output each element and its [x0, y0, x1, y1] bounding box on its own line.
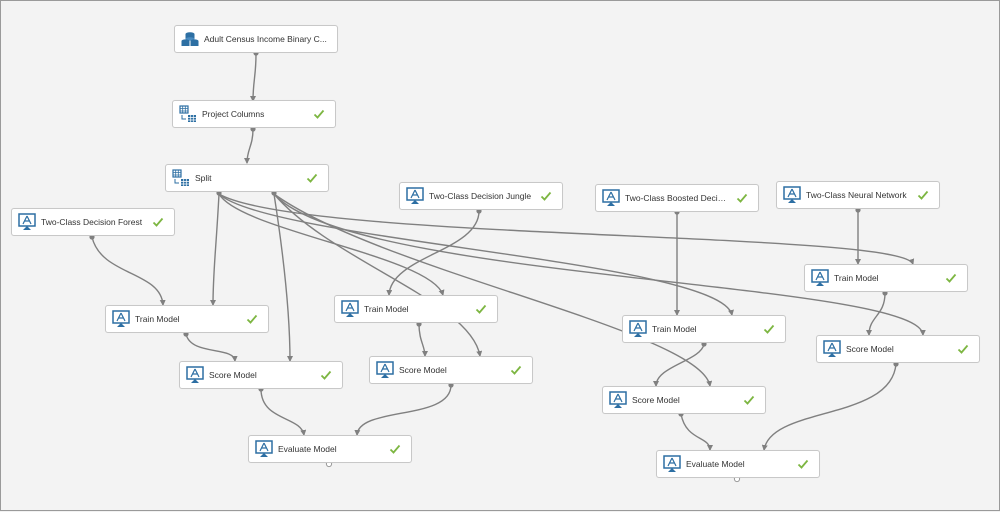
monitor-model-icon	[823, 340, 841, 357]
evaluate-model-node-2[interactable]: Evaluate Model	[656, 450, 820, 478]
score-model-node-2[interactable]: Score Model	[369, 356, 533, 384]
train-model-label: Train Model	[834, 273, 879, 283]
wire-split-train3	[218, 193, 734, 316]
split-node[interactable]: Split	[165, 164, 329, 192]
check-icon	[510, 365, 522, 375]
score-model-label: Score Model	[632, 395, 680, 405]
monitor-model-icon	[663, 455, 681, 472]
wire-score3-eval2	[680, 413, 713, 451]
check-icon	[246, 314, 258, 324]
wire-score2-eval1	[354, 384, 452, 436]
decision-jungle-node[interactable]: Two-Class Decision Jungle	[399, 182, 563, 210]
check-icon	[540, 191, 552, 201]
monitor-model-icon	[186, 366, 204, 383]
decision-forest-label: Two-Class Decision Forest	[41, 217, 143, 227]
wire-score1-eval1	[260, 388, 307, 436]
check-icon	[736, 193, 748, 203]
wire-train4-score4	[866, 292, 886, 336]
train-model-node-1[interactable]: Train Model	[105, 305, 269, 333]
grid-transform-icon	[179, 105, 196, 122]
monitor-model-icon	[609, 391, 627, 408]
monitor-model-icon	[629, 320, 647, 337]
evaluate-model-label: Evaluate Model	[278, 444, 337, 454]
monitor-model-icon	[255, 440, 273, 457]
dataset-icon	[181, 32, 199, 46]
check-icon	[152, 217, 164, 227]
dataset-label: Adult Census Income Binary C...	[204, 34, 327, 44]
wire-jungle-train2	[386, 210, 480, 296]
wire-train2-score2	[418, 323, 428, 357]
wire-train3-score3	[653, 343, 705, 387]
check-icon	[313, 109, 325, 119]
monitor-model-icon	[602, 189, 620, 206]
check-icon	[306, 173, 318, 183]
project-columns-node[interactable]: Project Columns	[172, 100, 336, 128]
evaluate-model-node-1[interactable]: Evaluate Model	[248, 435, 412, 463]
score-model-label: Score Model	[399, 365, 447, 375]
dataset-node[interactable]: Adult Census Income Binary C...	[174, 25, 338, 53]
wire-score4-eval2	[761, 363, 897, 451]
check-icon	[320, 370, 332, 380]
score-model-label: Score Model	[209, 370, 257, 380]
monitor-model-icon	[811, 269, 829, 286]
neural-network-node[interactable]: Two-Class Neural Network	[776, 181, 940, 209]
decision-forest-node[interactable]: Two-Class Decision Forest	[11, 208, 175, 236]
check-icon	[945, 273, 957, 283]
monitor-model-icon	[341, 300, 359, 317]
train-model-label: Train Model	[652, 324, 697, 334]
train-model-node-3[interactable]: Train Model	[622, 315, 786, 343]
monitor-model-icon	[112, 310, 130, 327]
check-icon	[743, 395, 755, 405]
wire-split-score1	[273, 193, 293, 362]
boosted-decision-tree-node[interactable]: Two-Class Boosted Decision T...	[595, 184, 759, 212]
wire-train1-score1	[185, 333, 238, 362]
monitor-model-icon	[406, 187, 424, 204]
score-model-node-1[interactable]: Score Model	[179, 361, 343, 389]
check-icon	[917, 190, 929, 200]
check-icon	[475, 304, 487, 314]
monitor-model-icon	[783, 186, 801, 203]
check-icon	[389, 444, 401, 454]
wire-split-score4	[273, 193, 926, 336]
check-icon	[763, 324, 775, 334]
boosted-decision-tree-label: Two-Class Boosted Decision T...	[625, 193, 730, 203]
check-icon	[797, 459, 809, 469]
wire-forest-train1	[91, 236, 166, 306]
grid-transform-icon	[172, 169, 189, 186]
train-model-label: Train Model	[135, 314, 180, 324]
wire-split-train4	[218, 193, 915, 265]
score-model-label: Score Model	[846, 344, 894, 354]
score-model-node-4[interactable]: Score Model	[816, 335, 980, 363]
project-columns-label: Project Columns	[202, 109, 265, 119]
train-model-node-2[interactable]: Train Model	[334, 295, 498, 323]
wire-split-score2	[273, 193, 483, 357]
wire-project-split	[244, 128, 254, 164]
monitor-model-icon	[18, 213, 36, 230]
monitor-model-icon	[376, 361, 394, 378]
train-model-node-4[interactable]: Train Model	[804, 264, 968, 292]
check-icon	[957, 344, 969, 354]
wire-dataset-project	[250, 53, 257, 102]
train-model-label: Train Model	[364, 304, 409, 314]
decision-jungle-label: Two-Class Decision Jungle	[429, 191, 532, 201]
score-model-node-3[interactable]: Score Model	[602, 386, 766, 414]
neural-network-label: Two-Class Neural Network	[806, 190, 907, 200]
split-label: Split	[195, 173, 212, 183]
wire-split-train1	[210, 193, 220, 306]
evaluate-model-label: Evaluate Model	[686, 459, 745, 469]
